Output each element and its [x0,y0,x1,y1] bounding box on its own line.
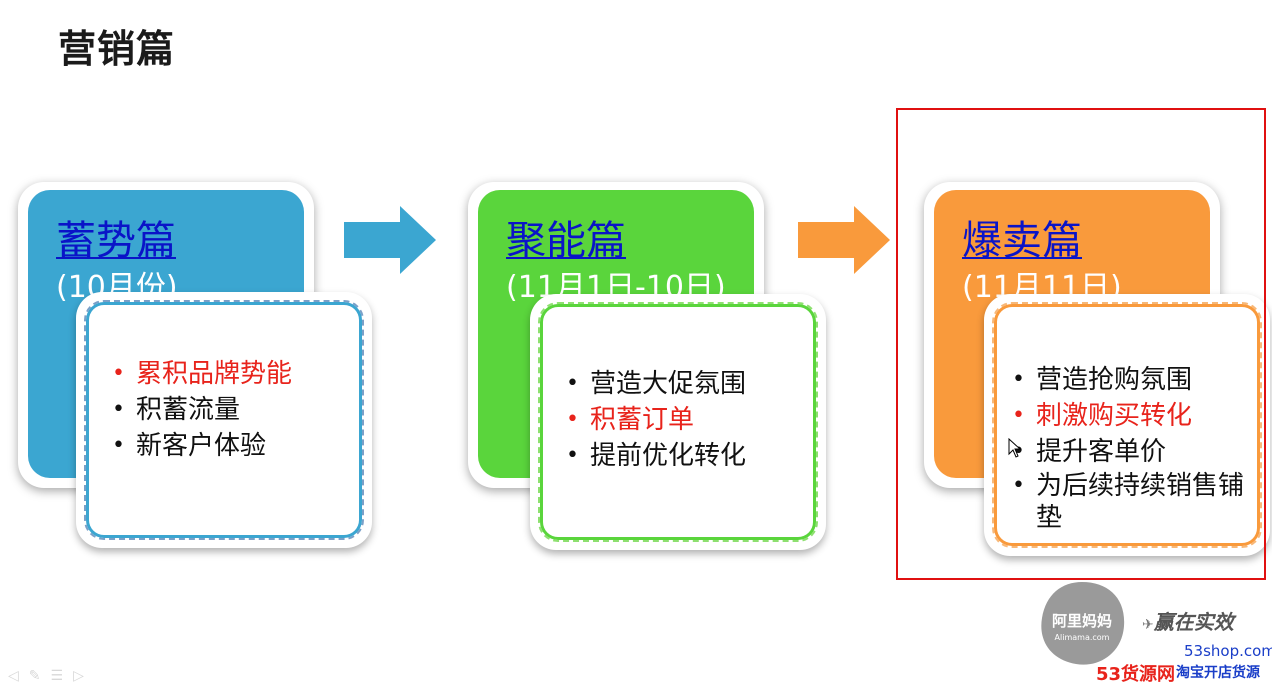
list-item: 新客户体验 [112,428,292,464]
svg-text:Alimama.com: Alimama.com [1055,633,1110,642]
stage-2-title-link[interactable]: 聚能篇 [506,218,626,264]
page-title: 营销篇 [58,27,176,71]
mouse-cursor-icon [1008,438,1022,458]
shop-name: 53货源网 [1096,664,1176,685]
stage-2-bullet-list: 营造大促氛围 积蓄订单 提前优化转化 [566,366,746,474]
list-item: 积蓄流量 [112,392,292,428]
list-item: 为后续持续销售铺垫 [1012,470,1252,534]
win-slogan-logo: ✈赢在实效 [1142,610,1234,634]
shop-subtitle: 淘宝开店货源 [1176,665,1260,681]
stage-2-detail-box: 营造大促氛围 积蓄订单 提前优化转化 [530,294,826,550]
stage-3-detail-box: 营造抢购氛围 刺激购买转化 提升客单价 为后续持续销售铺垫 [984,294,1270,556]
list-item: 提前优化转化 [566,438,746,474]
stage-3-title-link[interactable]: 爆卖篇 [962,218,1082,264]
stage-2-detail-dashed: 营造大促氛围 积蓄订单 提前优化转化 [538,302,818,542]
arrow-right-icon [344,206,436,274]
win-slogan-text: 赢在实效 [1153,610,1234,634]
next-slide-icon[interactable]: ▷ [73,668,84,684]
stage-3-bullet-list: 营造抢购氛围 刺激购买转化 提升客单价 为后续持续销售铺垫 [1012,362,1252,534]
list-item: 营造抢购氛围 [1012,362,1252,398]
stage-1-title-link[interactable]: 蓄势篇 [56,218,176,264]
menu-icon[interactable]: ☰ [50,668,64,684]
stage-1-detail-box: 累积品牌势能 积蓄流量 新客户体验 [76,292,372,548]
list-item: 积蓄订单 [566,402,746,438]
list-item: 累积品牌势能 [112,356,292,392]
svg-text:阿里妈妈: 阿里妈妈 [1052,612,1112,630]
slideshow-toolbar: ◁ ✎ ☰ ▷ [8,668,84,684]
stage-3-detail-dashed: 营造抢购氛围 刺激购买转化 提升客单价 为后续持续销售铺垫 [992,302,1262,548]
pen-icon[interactable]: ✎ [28,668,41,684]
selection-highlight-box [896,108,1266,580]
stage-1-detail-dashed: 累积品牌势能 积蓄流量 新客户体验 [84,300,364,540]
list-item: 营造大促氛围 [566,366,746,402]
arrow-right-icon [798,206,890,274]
previous-slide-icon[interactable]: ◁ [8,668,19,684]
list-item: 刺激购买转化 [1012,398,1252,434]
shop-url: 53shop.com [1184,642,1272,660]
alimama-logo-icon: 阿里妈妈 Alimama.com [1041,582,1125,665]
stage-1-bullet-list: 累积品牌势能 积蓄流量 新客户体验 [112,356,292,464]
list-item: 提升客单价 [1012,434,1252,470]
